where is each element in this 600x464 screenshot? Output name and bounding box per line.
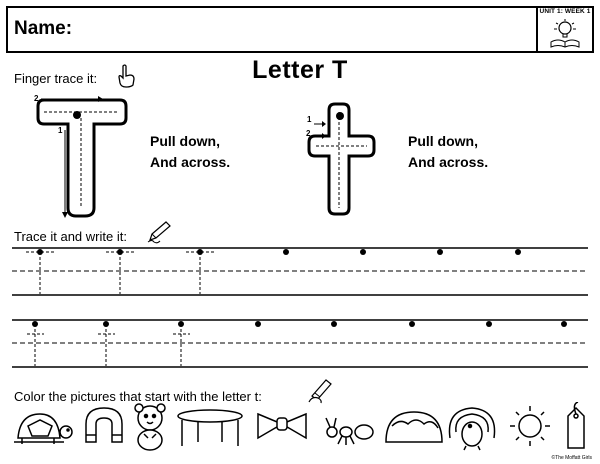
uppercase-step-1: 1 (58, 126, 63, 135)
uppercase-step-2: 2 (34, 94, 39, 103)
turkey-icon (448, 407, 496, 451)
name-label: Name: (14, 18, 73, 39)
ant-icon (325, 417, 374, 445)
trace-write-label: Trace it and write it: (14, 229, 127, 244)
handwriting-row-2[interactable] (0, 314, 600, 376)
name-box (6, 6, 594, 53)
tag-icon (567, 402, 585, 449)
unit-box (536, 6, 594, 53)
book-lightbulb-icon (550, 19, 580, 48)
lowercase-step-2: 2 (306, 129, 311, 138)
table-icon (177, 409, 243, 446)
color-pictures-label: Color the pictures that start with the l… (14, 389, 262, 404)
crayon-hand-icon (308, 379, 332, 404)
lowercase-t-trace[interactable] (300, 100, 380, 220)
pencil-icon (147, 221, 171, 244)
bow-tie-icon (257, 412, 307, 440)
lowercase-instruction-2: And across. (408, 154, 489, 170)
picture-row (14, 402, 585, 451)
taco-icon (385, 411, 443, 443)
uppercase-instruction-1: Pull down, (150, 133, 220, 149)
handwriting-row-1[interactable] (0, 242, 600, 304)
uppercase-t-trace[interactable] (30, 92, 130, 222)
unit-label: UNIT 1: WEEK 1 (539, 8, 591, 15)
tiger-icon (134, 403, 166, 451)
copyright-footer: ©The Moffatt Girls (551, 455, 592, 461)
sun-icon (510, 406, 550, 446)
finger-trace-label: Finger trace it: (14, 71, 98, 86)
name-field[interactable] (80, 10, 530, 50)
lowercase-step-1: 1 (307, 115, 312, 124)
uppercase-instruction-2: And across. (150, 154, 231, 170)
magnet-icon (85, 407, 123, 443)
page-title: Letter T (252, 56, 348, 84)
lowercase-instruction-1: Pull down, (408, 133, 478, 149)
pointing-finger-icon (118, 64, 135, 88)
turtle-icon (14, 413, 73, 444)
